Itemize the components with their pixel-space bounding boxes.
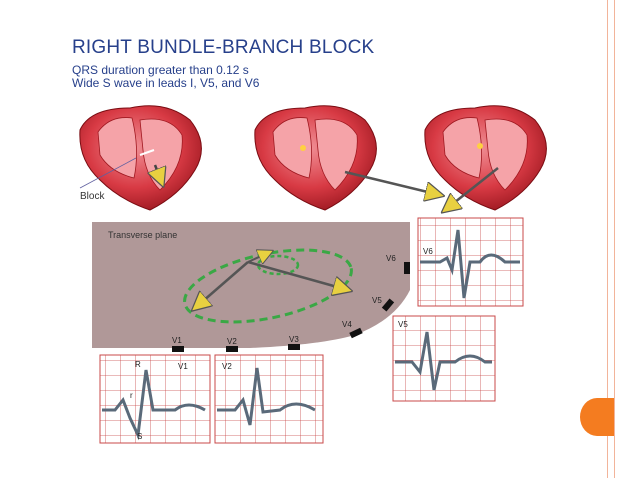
qrs-loop-small <box>256 254 300 276</box>
subtitle-line-1: QRS duration greater than 0.12 s <box>72 63 249 77</box>
lead-v5-label: V5 <box>372 296 382 305</box>
heart-diagram-2 <box>254 105 440 211</box>
subtitle-line-2: Wide S wave in leads I, V5, and V6 <box>72 76 260 90</box>
ecg-v2-label: V2 <box>222 362 232 371</box>
plane-label: Transverse plane <box>108 230 178 240</box>
lead-v4-label: V4 <box>342 320 352 329</box>
vector-arrow-1 <box>155 164 162 183</box>
ecg-v5-label: V5 <box>398 320 408 329</box>
border-line-right <box>614 0 615 478</box>
vector-arrow-2 <box>344 170 440 195</box>
ecg-box-v6 <box>417 217 524 307</box>
ecg-small-r-label: r <box>130 391 133 400</box>
slide-title: RIGHT BUNDLE-BRANCH BLOCK <box>72 37 375 58</box>
lead-v2-label: V2 <box>227 337 237 346</box>
ecg-v1-label: V1 <box>178 362 188 371</box>
ecg-s-label: S <box>137 432 143 441</box>
slide-accent-dot <box>580 398 614 436</box>
border-line-left <box>607 0 608 478</box>
lead-v1-label: V1 <box>172 336 182 345</box>
ecg-v6-label: V6 <box>423 247 433 256</box>
block-label: Block <box>80 191 105 202</box>
lead-v3-label: V3 <box>289 335 299 344</box>
ecg-r-label: R <box>135 360 141 369</box>
ecg-box-v1 <box>99 354 211 444</box>
heart-diagram-1 <box>79 105 202 211</box>
ecg-box-v2 <box>214 354 324 444</box>
ecg-box-v5 <box>392 315 496 402</box>
heart-diagram-3 <box>424 105 547 210</box>
vector-arrow-3 <box>445 167 499 210</box>
lead-v6-label: V6 <box>386 254 396 263</box>
transverse-plane <box>92 222 410 348</box>
